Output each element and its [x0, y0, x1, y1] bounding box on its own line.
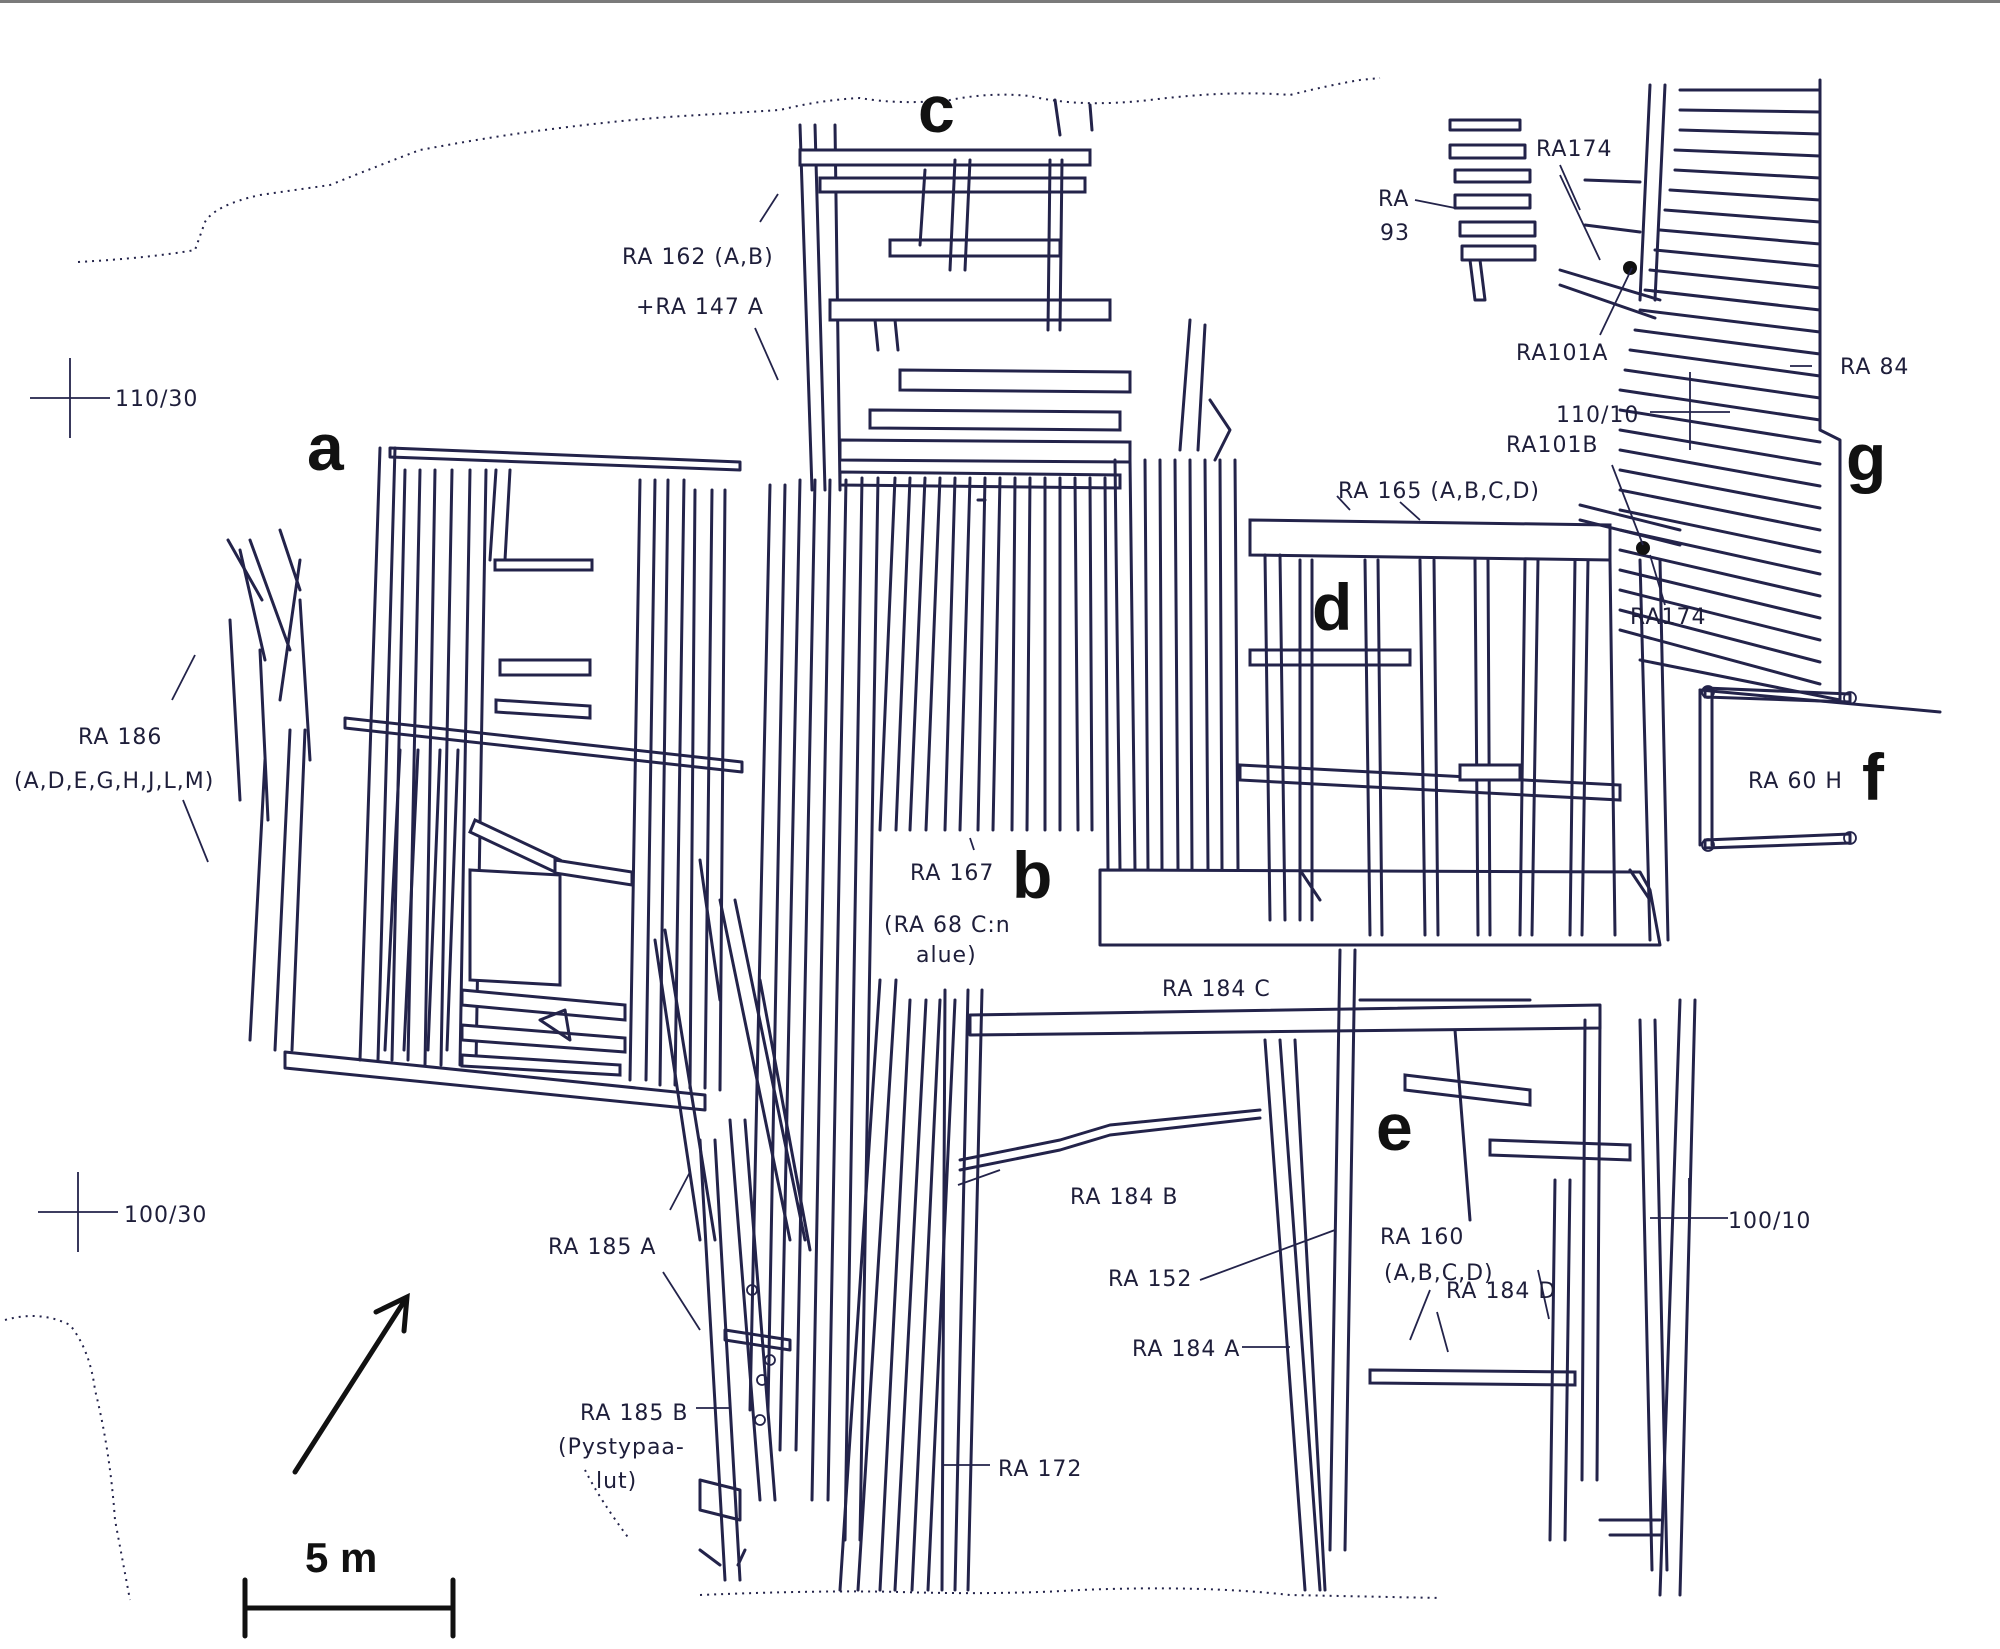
area-letter-e: e: [1376, 1090, 1413, 1164]
label-ra162-line2: +RA 147 A: [636, 295, 764, 320]
structure-f: [1698, 685, 1857, 852]
structure-b: [698, 458, 1662, 1592]
label-ra186-line2: (A,D,E,G,H,J,L,M): [14, 769, 214, 794]
scale-bar: 5 m: [242, 1534, 456, 1639]
structure-misc-left: [653, 898, 1262, 1582]
label-ra174-top: RA174: [1536, 137, 1612, 162]
structure-e: [968, 948, 1697, 1597]
label-ra174-bottom: RA174: [1630, 605, 1706, 630]
label-ra184b: RA 184 B: [1070, 1185, 1179, 1210]
structure-d: [1238, 518, 1670, 942]
label-ra60h: RA 60 H: [1748, 769, 1843, 794]
excavation-boundary: [4, 77, 1441, 1601]
area-letter-a: a: [307, 410, 345, 484]
scale-bar-label: 5 m: [305, 1534, 377, 1581]
area-letter-d: d: [1312, 570, 1352, 644]
grid-marker-110-30: 110/30: [30, 358, 198, 438]
label-ra101a: RA101A: [1516, 341, 1609, 366]
label-ra185b-line3: lut): [596, 1469, 637, 1494]
label-ra84: RA 84: [1840, 355, 1909, 380]
structure-c: [798, 98, 1232, 492]
leader-lines: [171, 164, 1812, 1466]
label-ra167-line2: (RA 68 C:n: [884, 913, 1011, 938]
grid-label-100-10: 100/10: [1728, 1209, 1811, 1234]
label-ra165: RA 165 (A,B,C,D): [1338, 479, 1540, 504]
area-letter-f: f: [1862, 740, 1885, 814]
label-ra184c: RA 184 C: [1162, 977, 1271, 1002]
area-letter-c: c: [918, 72, 955, 146]
structure-a: [226, 446, 744, 1112]
label-ra152: RA 152: [1108, 1267, 1192, 1292]
structure-g: [1448, 78, 1942, 714]
label-ra186-line1: RA 186: [78, 725, 162, 750]
label-ra185b-line1: RA 185 B: [580, 1401, 689, 1426]
grid-marker-100-30: 100/30: [38, 1172, 207, 1252]
label-ra172: RA 172: [998, 1457, 1082, 1482]
north-arrow-icon: [292, 1292, 410, 1475]
label-ra160-line2: (A,B,C,D): [1384, 1261, 1494, 1286]
grid-label-100-30: 100/30: [124, 1203, 207, 1228]
grid-marker-100-10: 100/10: [1650, 1178, 1811, 1258]
grid-marker-110-10: 110/10: [1556, 372, 1730, 450]
label-ra184a: RA 184 A: [1132, 1337, 1240, 1362]
label-ra160-line1: RA 160: [1380, 1225, 1464, 1250]
label-ra184d: RA 184 D: [1446, 1279, 1556, 1304]
top-border-line: [0, 0, 2000, 3]
area-letter-g: g: [1846, 420, 1886, 494]
label-ra93-line1: RA: [1378, 187, 1409, 212]
label-ra93-line2: 93: [1380, 221, 1410, 246]
label-ra185a: RA 185 A: [548, 1235, 656, 1260]
area-letter-b: b: [1012, 838, 1052, 912]
grid-label-110-10: 110/10: [1556, 403, 1639, 428]
label-ra162-line1: RA 162 (A,B): [622, 245, 774, 270]
grid-label-110-30: 110/30: [115, 387, 198, 412]
label-ra101b: RA101B: [1506, 433, 1599, 458]
label-ra167-line3: alue): [916, 943, 977, 968]
label-ra167-line1: RA 167: [910, 861, 994, 886]
label-ra185b-line2: (Pystypaa-: [558, 1435, 685, 1460]
